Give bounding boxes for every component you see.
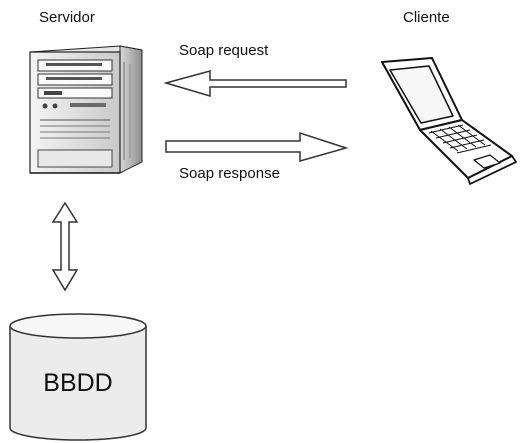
server-tower-icon: [29, 45, 143, 174]
client-laptop-icon: [381, 57, 517, 185]
soap-response-label: Soap response: [179, 165, 280, 182]
database-label: BBDD: [43, 369, 113, 397]
database-cylinder-icon: [9, 313, 147, 441]
soap-request-label: Soap request: [179, 42, 269, 59]
soap-response-arrow: [165, 131, 349, 162]
client-label: Cliente: [403, 9, 450, 26]
soap-request-arrow: [163, 70, 347, 98]
server-label: Servidor: [39, 9, 95, 26]
server-database-arrow: [51, 201, 79, 292]
